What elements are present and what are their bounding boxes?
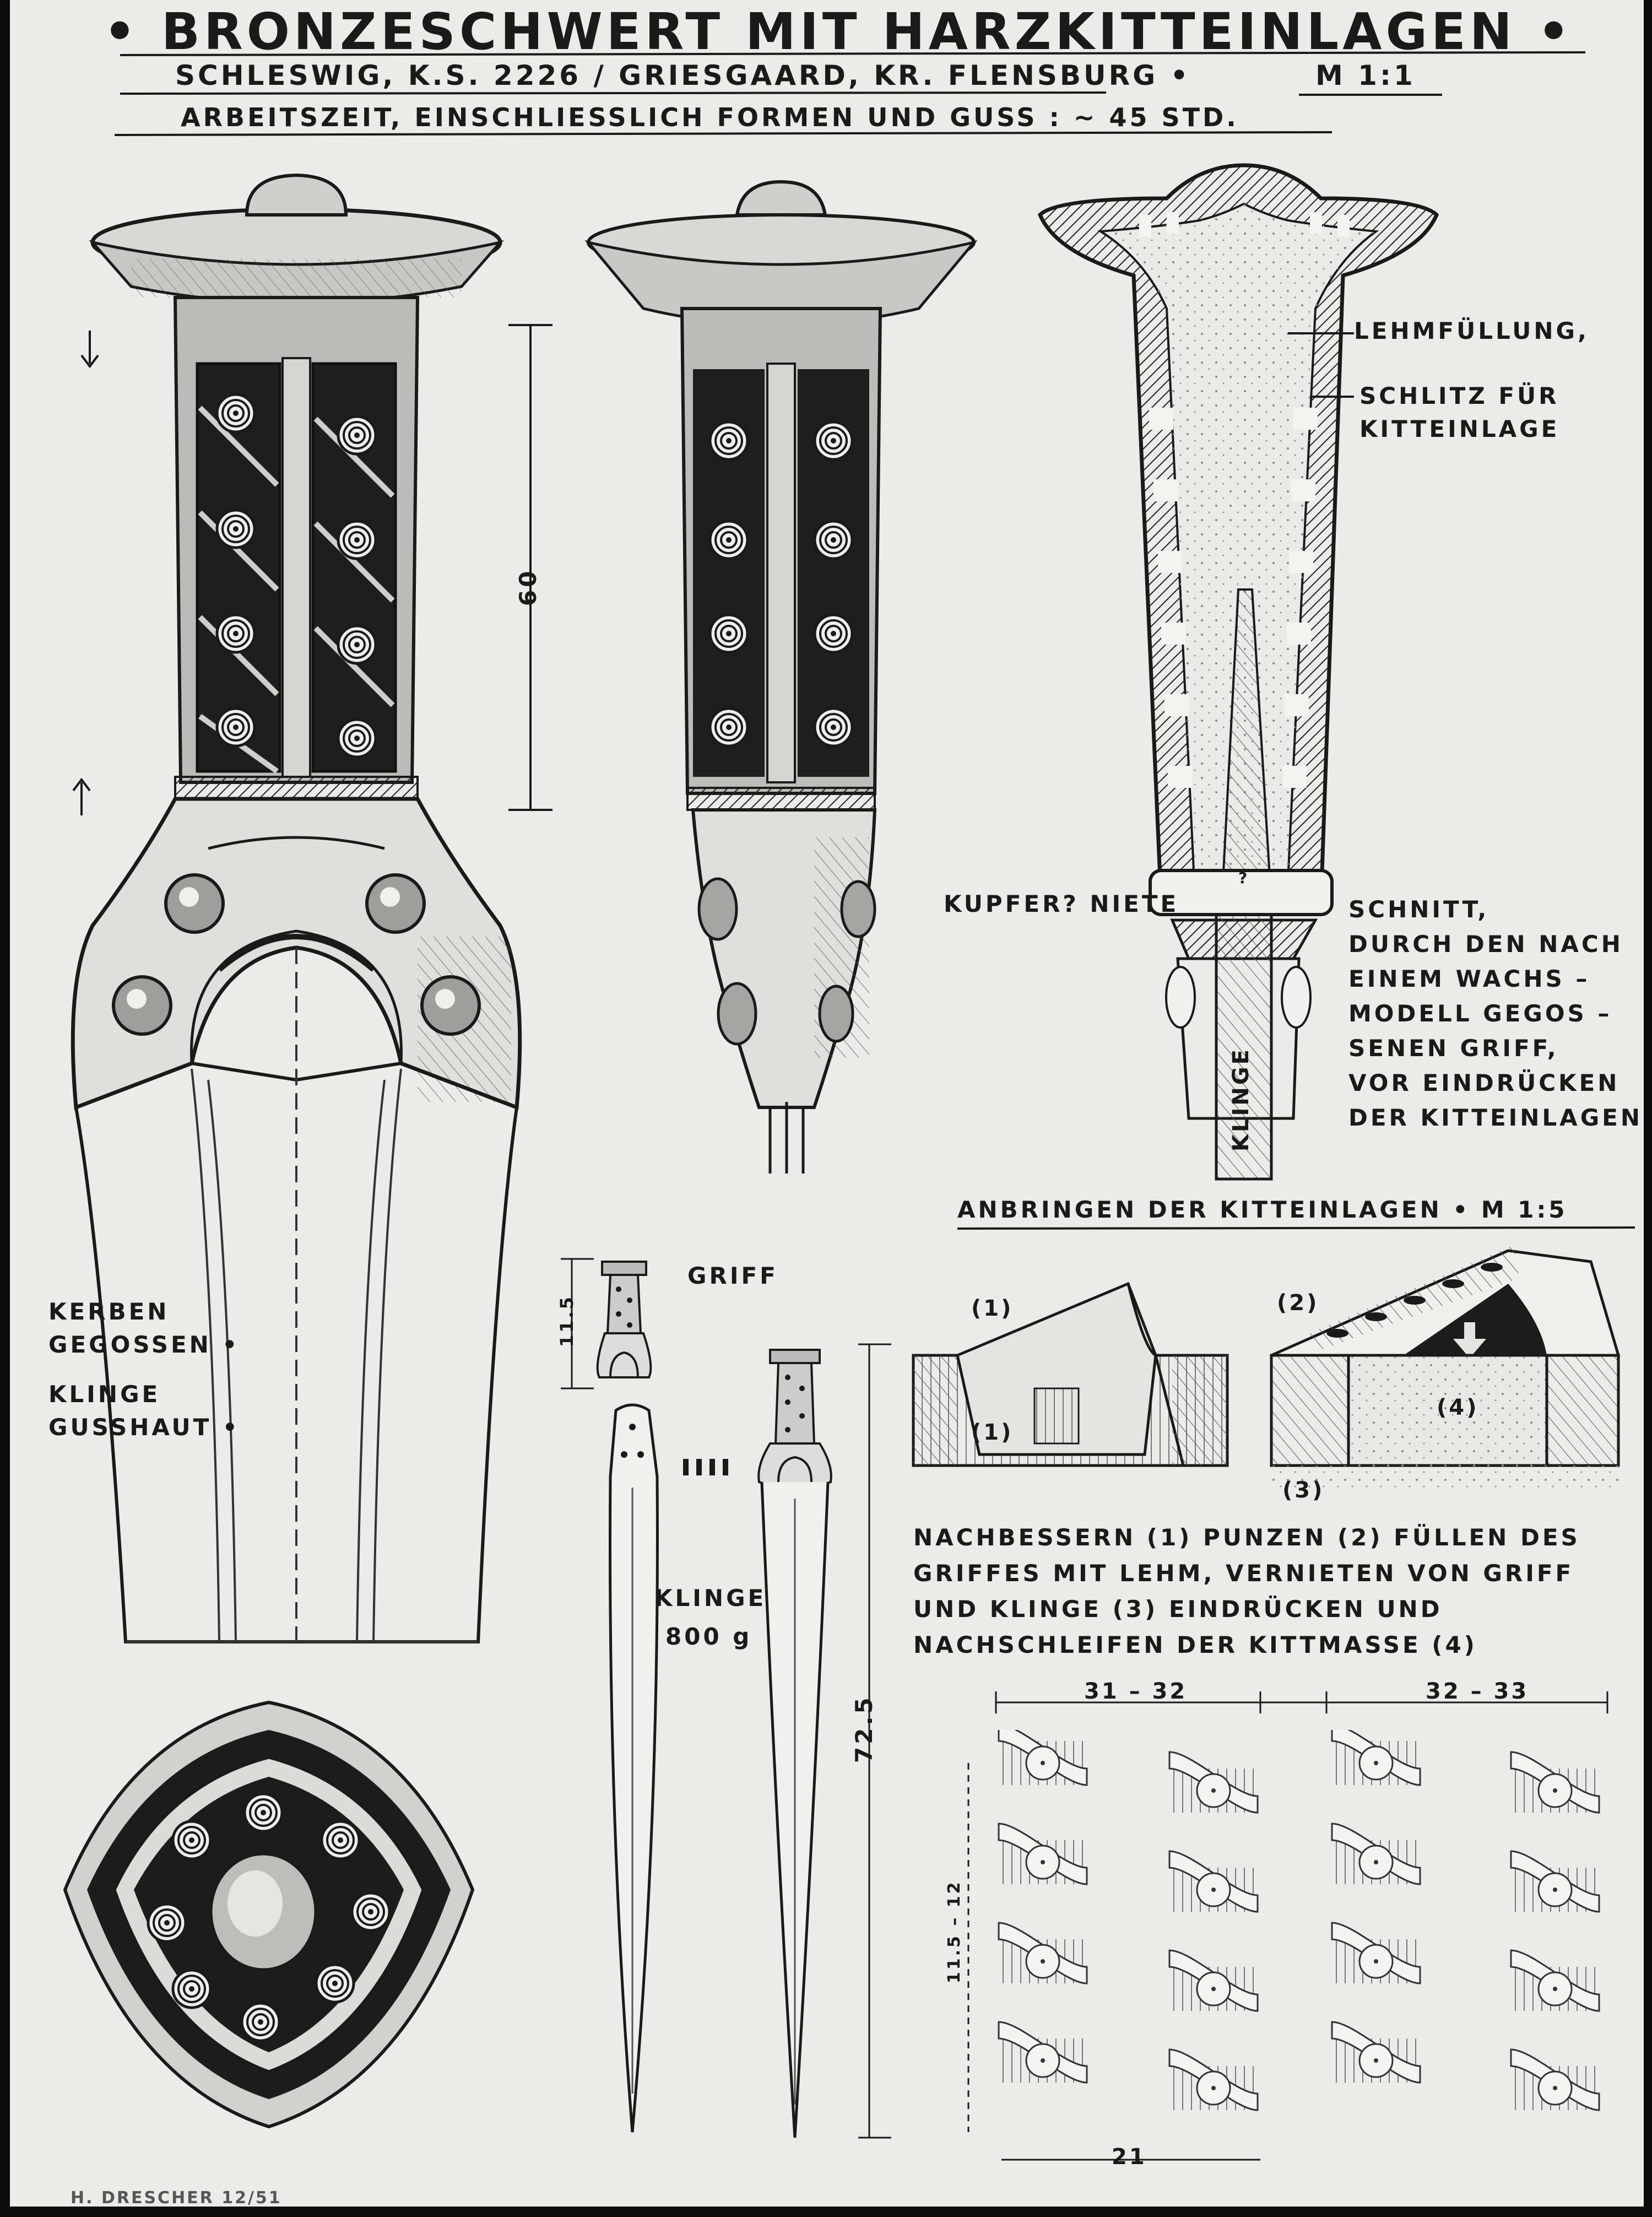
sheet-title: • BRONZESCHWERT MIT HARZKITTEINLAGEN • <box>104 2 1574 61</box>
pommel-top-view <box>63 1700 475 2129</box>
pattern-dimension-a: 31 – 32 <box>1084 1679 1188 1704</box>
label-lehmfuellung: LEHMFÜLLUNG, <box>1354 317 1589 344</box>
caption-line-7: DER KITTEINLAGEN <box>1348 1104 1643 1131</box>
step-3-label: (3) <box>1282 1478 1325 1503</box>
label-griff: GRIFF <box>687 1262 778 1289</box>
sword-hilt-side-view <box>584 180 978 1174</box>
blade-only-view <box>609 1403 728 2133</box>
griff-dimension: 11.5 <box>556 1295 577 1347</box>
steps-caption-line-4: NACHSCHLEIFEN DER KITTMASSE (4) <box>913 1631 1477 1658</box>
small-hilt-view <box>561 1258 652 1389</box>
inlay-pattern-strips <box>967 1691 1608 2161</box>
header-rules <box>114 51 1586 136</box>
caption-line-1: SCHNITT, <box>1348 896 1489 923</box>
label-schlitz-line2: KITTEINLAGE <box>1359 415 1560 442</box>
label-kupfer-niete: KUPFER? NIETE <box>944 890 1179 917</box>
pattern-dimension-b: 32 – 33 <box>1426 1679 1529 1704</box>
inlay-step-diagrams <box>912 1226 1635 1493</box>
step-4-label: (4) <box>1437 1395 1479 1420</box>
section-question-mark: ? <box>1238 869 1250 887</box>
label-klinge-small: KLINGE <box>654 1585 767 1612</box>
caption-line-5: SENEN GRIFF, <box>1348 1035 1559 1062</box>
drawing-credit: H. DRESCHER 12/51 <box>71 2188 282 2207</box>
sword-length-dimension: 72.5 <box>851 1695 878 1763</box>
blade-weight: 800 g <box>665 1623 752 1650</box>
label-klinge-line1: KLINGE <box>48 1381 161 1408</box>
drawing-sheet: • BRONZESCHWERT MIT HARZKITTEINLAGEN • S… <box>10 0 1644 2207</box>
label-schlitz-line1: SCHLITZ FÜR <box>1359 382 1559 409</box>
sword-hilt-front-view <box>71 173 553 1643</box>
work-time-note: ARBEITSZEIT, EINSCHLIESSLICH FORMEN UND … <box>181 102 1239 132</box>
step-1-label: (1) <box>971 1296 1014 1321</box>
caption-line-4: MODELL GEGOS – <box>1348 1000 1612 1027</box>
caption-line-3: EINEM WACHS – <box>1348 965 1590 992</box>
grip-dimension: 60 <box>514 568 541 606</box>
sheet-subtitle: SCHLESWIG, K.S. 2226 / GRIESGAARD, KR. F… <box>175 60 1191 91</box>
complete-sword-view <box>757 1343 891 2139</box>
step-1b-label: (1) <box>971 1420 1014 1445</box>
label-klinge-line2: GUSSHAUT • <box>48 1414 240 1441</box>
pattern-dimension-width: 21 <box>1112 2144 1147 2170</box>
label-kerben-line1: KERBEN <box>48 1298 170 1325</box>
steps-caption-line-1: NACHBESSERN (1) PUNZEN (2) FÜLLEN DES <box>913 1524 1580 1551</box>
step-2-label: (2) <box>1277 1290 1319 1316</box>
label-klinge-section: KLINGE <box>1228 1047 1254 1151</box>
caption-line-6: VOR EINDRÜCKEN <box>1348 1069 1620 1096</box>
section-view <box>1037 163 1439 1181</box>
sheet-scale: M 1:1 <box>1315 60 1416 91</box>
caption-line-2: DURCH DEN NACH <box>1348 931 1623 958</box>
inlay-steps-heading: ANBRINGEN DER KITTEINLAGEN • M 1:5 <box>957 1196 1568 1223</box>
technical-drawing <box>63 51 1635 2161</box>
steps-caption-line-2: GRIFFES MIT LEHM, VERNIETEN VON GRIFF <box>913 1560 1574 1587</box>
label-kerben-line2: GEGOSSEN • <box>48 1331 240 1358</box>
pattern-dimension-height: 11.5 – 12 <box>945 1880 964 1983</box>
steps-caption-line-3: UND KLINGE (3) EINDRÜCKEN UND <box>913 1596 1443 1623</box>
